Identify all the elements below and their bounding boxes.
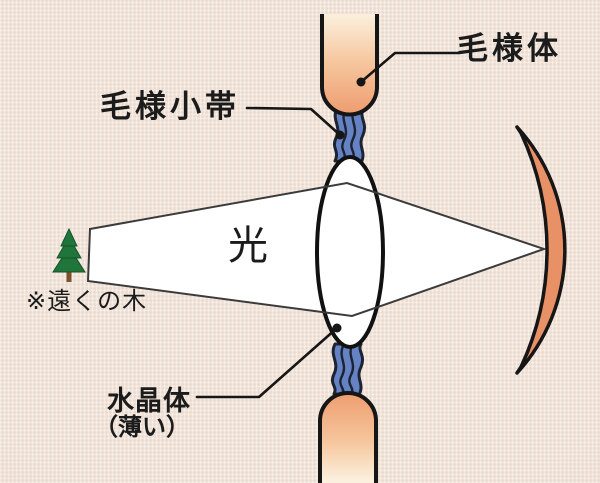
leader-line-ciliary-body [359, 51, 460, 84]
tree-trunk [66, 266, 72, 282]
leader-dot-zonule [335, 130, 345, 140]
ciliary-body-top [320, 14, 379, 117]
zonule-bottom-fiber-line [348, 344, 355, 394]
lens-state-label: （薄い） [94, 413, 190, 441]
leader-dot-lens [332, 323, 342, 333]
zonule-top-fiber-line [350, 108, 357, 160]
retina-arc [515, 125, 567, 375]
leader-line-lens [195, 326, 339, 399]
zonule-bottom-shape [330, 342, 365, 397]
ciliary-zonule-top [332, 106, 367, 165]
leader-lines [195, 51, 460, 399]
lens-ellipse [315, 155, 385, 349]
tree-foliage [56, 235, 82, 259]
zonule-top-fiber-line [341, 109, 348, 161]
leader-dots [332, 77, 366, 333]
lens-label: 水晶体 [107, 386, 191, 417]
conifer-tree-icon [52, 227, 86, 282]
ciliary-body-label: 毛様体 [457, 31, 562, 67]
ciliary-zonule-label: 毛様小帯 [100, 89, 240, 125]
distant-tree-note: ※遠くの木 [26, 287, 148, 315]
light-label: 光 [228, 223, 268, 269]
light-beam-outline [86, 181, 548, 318]
ciliary-zonule-bottom [330, 342, 365, 397]
leader-dot-ciliary-body [356, 77, 366, 87]
leader-line-zonule [245, 106, 342, 137]
tree-foliage [52, 246, 86, 273]
tree-foliage [60, 227, 78, 247]
ciliary-body-bottom [318, 390, 378, 483]
zonule-bottom-fiber-line [339, 345, 346, 395]
